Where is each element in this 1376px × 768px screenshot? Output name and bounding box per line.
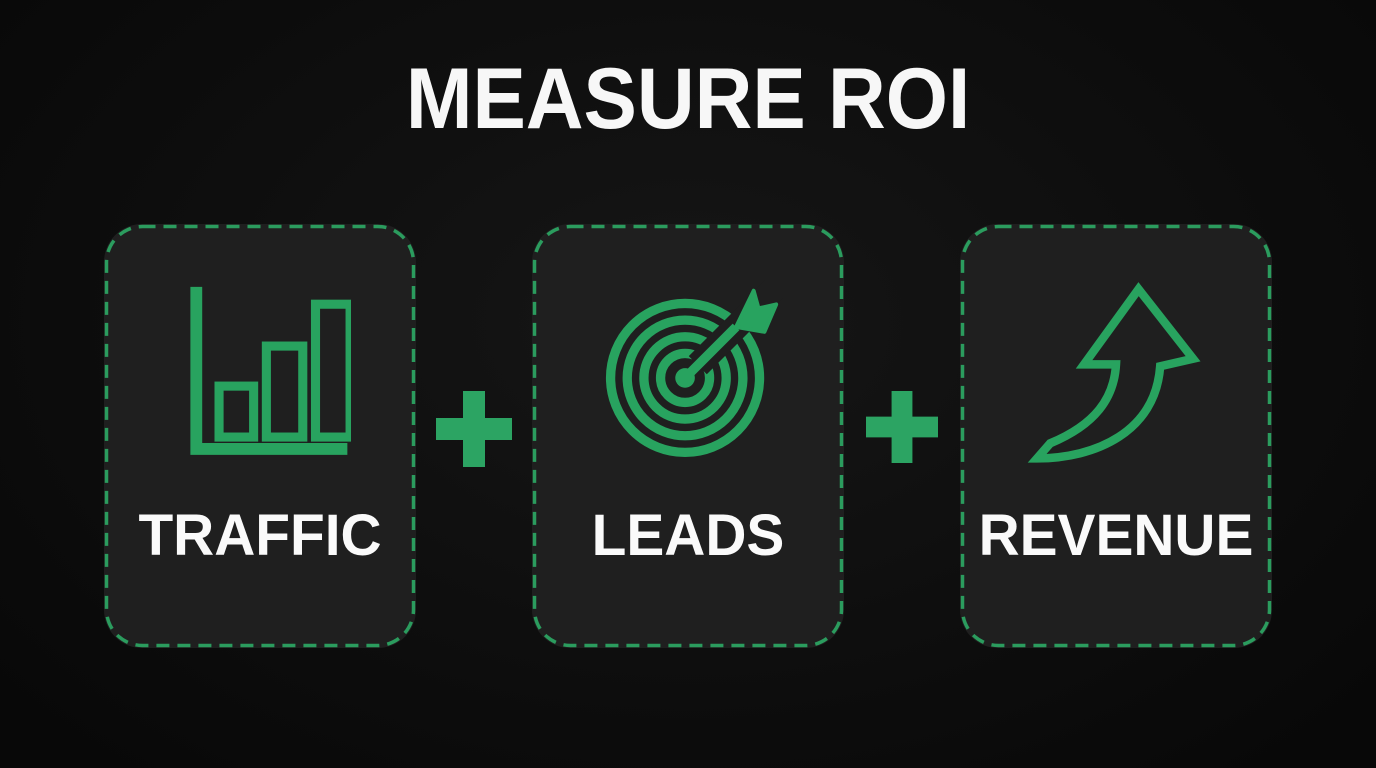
- card-label-traffic: TRAFFIC: [138, 503, 382, 568]
- operator-column: [844, 224, 960, 463]
- plus-icon: [866, 391, 938, 463]
- card-traffic: TRAFFIC: [104, 224, 416, 648]
- dashed-border: [104, 224, 416, 648]
- card-revenue: REVENUE: [960, 224, 1272, 648]
- cards-row: TRAFFIC: [0, 224, 1376, 648]
- page-title: MEASURE ROI: [405, 51, 971, 147]
- operator-column: [416, 224, 532, 467]
- dashed-border: [532, 224, 844, 648]
- target-arrow-icon: [605, 279, 784, 458]
- card-label-leads: LEADS: [591, 503, 785, 568]
- growth-arrow-icon: [1027, 282, 1201, 463]
- bar-chart-icon: [190, 286, 351, 455]
- card-leads: LEADS: [532, 224, 844, 648]
- plus-icon: [436, 391, 512, 467]
- dashed-border: [960, 224, 1272, 648]
- card-label-revenue: REVENUE: [978, 503, 1254, 568]
